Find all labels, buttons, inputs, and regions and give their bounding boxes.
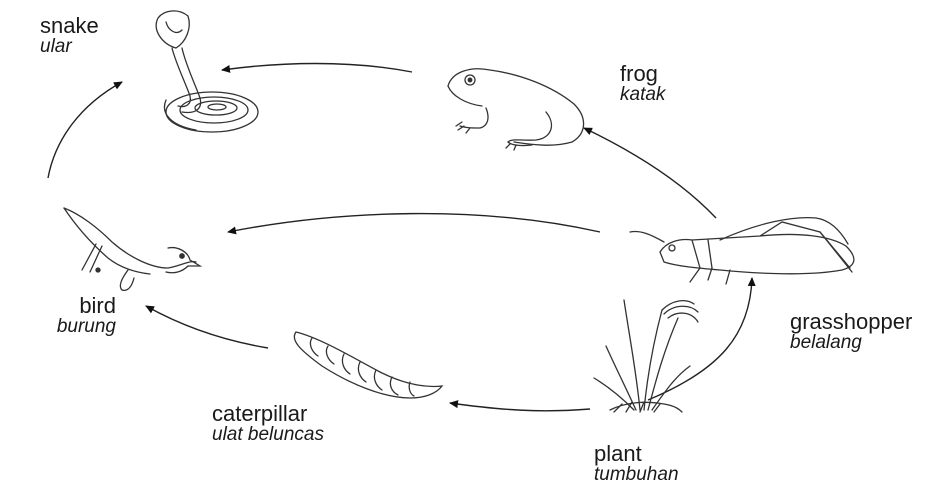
snake-malay-name: ular	[40, 37, 99, 57]
plant-label: plant tumbuhan	[594, 442, 679, 485]
arrow-grasshopper-to-bird	[228, 214, 600, 232]
arrow-plant-to-caterpillar	[450, 403, 590, 411]
arrow-caterpillar-to-bird	[146, 306, 268, 348]
bird-name: bird	[57, 294, 116, 317]
frog-icon	[448, 69, 584, 150]
caterpillar-malay-name: ulat beluncas	[212, 425, 324, 445]
arrow-bird-to-snake	[48, 82, 122, 178]
frog-name: frog	[620, 62, 665, 85]
arrow-frog-to-snake	[222, 64, 412, 73]
grasshopper-malay-name: belalang	[790, 333, 912, 353]
bird-icon	[64, 208, 200, 290]
bird-malay-name: burung	[57, 317, 116, 337]
grasshopper-name: grasshopper	[790, 310, 912, 333]
snake-name: snake	[40, 14, 99, 37]
arrow-grasshopper-to-frog	[584, 128, 716, 218]
caterpillar-icon	[294, 332, 442, 398]
caterpillar-label: caterpillar ulat beluncas	[212, 402, 324, 445]
grasshopper-label: grasshopper belalang	[790, 310, 912, 353]
snake-label: snake ular	[40, 14, 99, 57]
arrow-plant-to-grasshopper	[648, 278, 752, 400]
grasshopper-icon	[630, 218, 854, 284]
plant-malay-name: tumbuhan	[594, 465, 679, 485]
frog-malay-name: katak	[620, 85, 665, 105]
arrows	[48, 64, 752, 411]
frog-label: frog katak	[620, 62, 665, 105]
plant-name: plant	[594, 442, 679, 465]
plant-icon	[594, 300, 698, 412]
bird-label: bird burung	[57, 294, 116, 337]
snake-icon	[156, 11, 258, 132]
caterpillar-name: caterpillar	[212, 402, 324, 425]
